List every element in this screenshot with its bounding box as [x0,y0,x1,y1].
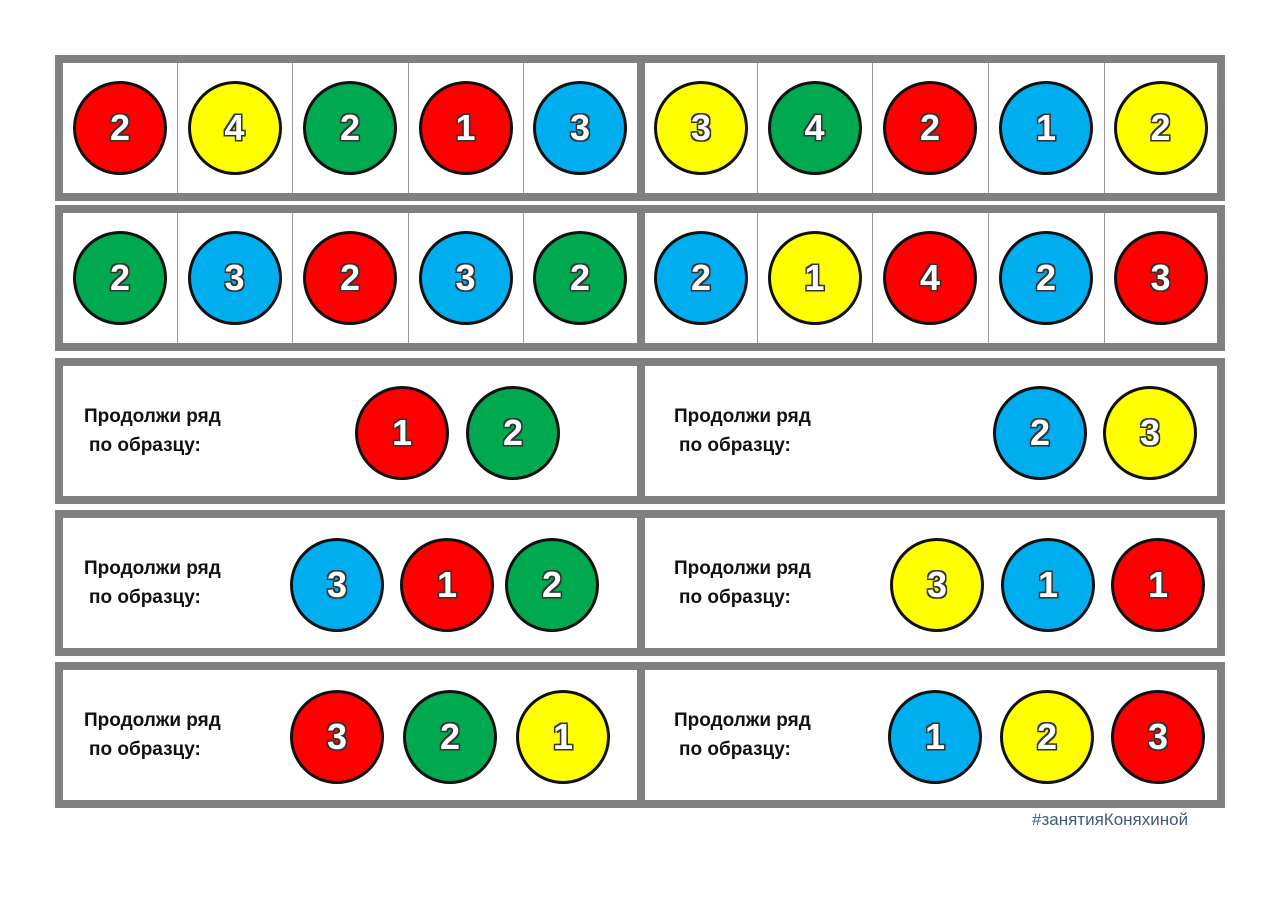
instruction-text: Продолжи ряд по образцу: [84,402,221,460]
blue-number-circle: 3 [418,231,513,325]
green-number-circle: 2 [466,386,560,480]
blue-number-circle: 2 [654,231,748,325]
instruction-line-1: Продолжи ряд [84,558,221,579]
instruction-line-1: Продолжи ряд [84,406,221,427]
instruction-line-2: по образцу: [679,435,791,456]
green-number-circle: 2 [533,231,627,325]
red-number-circle: 3 [290,690,384,784]
instruction-text: Продолжи ряд по образцу: [674,706,811,764]
blue-number-circle: 1 [888,690,982,784]
red-number-circle: 1 [418,81,513,175]
blue-number-circle: 3 [187,231,282,325]
yellow-number-circle: 2 [1113,81,1208,175]
red-number-circle: 2 [883,81,977,175]
yellow-number-circle: 3 [654,81,748,175]
instruction-line-2: по образцу: [89,739,201,760]
cell-divider [872,213,873,343]
cell-divider [408,213,409,343]
green-number-circle: 4 [767,81,862,175]
blue-number-circle: 2 [999,231,1093,325]
cell-divider [757,213,758,343]
yellow-number-circle: 2 [1000,690,1094,784]
blue-number-circle: 1 [1001,538,1095,632]
instruction-line-2: по образцу: [679,739,791,760]
instruction-text: Продолжи ряд по образцу: [674,554,811,612]
cell-divider [988,213,989,343]
cell-divider [408,63,409,193]
instruction-text: Продолжи ряд по образцу: [84,554,221,612]
instruction-text: Продолжи ряд по образцу: [674,402,811,460]
yellow-number-circle: 3 [890,538,984,632]
cell-divider [523,63,524,193]
instruction-line-2: по образцу: [89,435,201,456]
red-number-circle: 2 [73,81,167,175]
cell-divider [177,213,178,343]
instruction-line-1: Продолжи ряд [84,710,221,731]
cell-divider [1104,213,1105,343]
instruction-line-2: по образцу: [679,587,791,608]
yellow-number-circle: 3 [1103,386,1197,480]
cell-divider [177,63,178,193]
yellow-number-circle: 4 [187,81,282,175]
blue-number-circle: 1 [999,81,1093,175]
row-divider [637,366,645,496]
cell-divider [988,63,989,193]
blue-number-circle: 2 [993,386,1087,480]
cell-divider [872,63,873,193]
red-number-circle: 3 [1113,231,1208,325]
green-number-circle: 2 [505,538,599,632]
instruction-line-1: Продолжи ряд [674,710,811,731]
row-divider [637,63,645,193]
cell-divider [292,213,293,343]
red-number-circle: 1 [400,538,494,632]
instruction-line-2: по образцу: [89,587,201,608]
row-divider [637,518,645,648]
red-number-circle: 3 [1111,690,1205,784]
blue-number-circle: 3 [533,81,627,175]
row-divider [637,670,645,800]
cell-divider [1104,63,1105,193]
green-number-circle: 2 [403,690,497,784]
cell-divider [757,63,758,193]
red-number-circle: 1 [355,386,449,480]
yellow-number-circle: 1 [516,690,610,784]
blue-number-circle: 3 [290,538,384,632]
red-number-circle: 4 [883,231,977,325]
instruction-line-1: Продолжи ряд [674,406,811,427]
instruction-text: Продолжи ряд по образцу: [84,706,221,764]
instruction-line-1: Продолжи ряд [674,558,811,579]
cell-divider [523,213,524,343]
yellow-number-circle: 1 [767,231,862,325]
row-divider [637,213,645,343]
green-number-circle: 2 [303,81,397,175]
red-number-circle: 2 [303,231,397,325]
green-number-circle: 2 [73,231,167,325]
red-number-circle: 1 [1111,538,1205,632]
cell-divider [292,63,293,193]
author-hashtag: #занятияКоняхиной [1032,810,1189,829]
